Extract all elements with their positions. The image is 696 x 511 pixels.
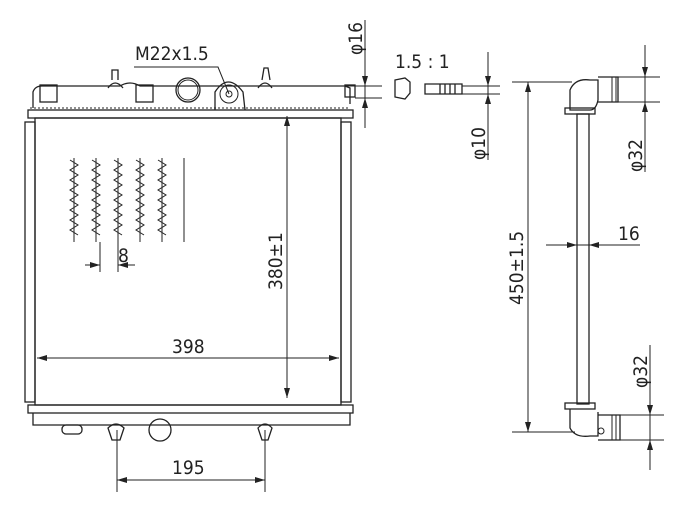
dia32-bottom-label: φ32 — [630, 355, 652, 388]
dia10-label: φ10 — [468, 127, 490, 160]
core — [34, 117, 342, 406]
right-side-plate — [340, 121, 352, 403]
side-view — [564, 76, 621, 441]
top-tank — [32, 82, 351, 108]
core-height-label: 380±1 — [265, 232, 287, 290]
dia32-top-label: φ32 — [625, 139, 647, 172]
spacing-label: 195 — [172, 457, 205, 479]
dimensions-side: 450±1.5 16 φ32 φ32 — [506, 45, 664, 470]
left-side-plate — [24, 121, 36, 403]
dia16-label: φ16 — [345, 22, 367, 55]
fin-detail: 8 — [69, 158, 185, 272]
total-height-label: 450±1.5 — [506, 231, 528, 305]
top-header — [27, 109, 354, 119]
bottom-tank — [32, 413, 351, 426]
scale-label: 1.5 : 1 — [395, 51, 450, 73]
thread-label: M22x1.5 — [135, 43, 209, 65]
top-outlet — [344, 84, 356, 98]
thickness-label: 16 — [618, 223, 640, 245]
front-view — [24, 67, 356, 442]
drain-plug-boss — [214, 81, 246, 111]
core-side — [576, 113, 590, 405]
core-width-label: 398 — [172, 336, 205, 358]
cap-detail — [394, 77, 411, 100]
dimensions-front: M22x1.5 380±1 398 195 φ16 1.5 : 1 φ10 — [37, 20, 500, 492]
bottom-header — [27, 404, 354, 414]
fin-pitch-label: 8 — [118, 245, 129, 267]
